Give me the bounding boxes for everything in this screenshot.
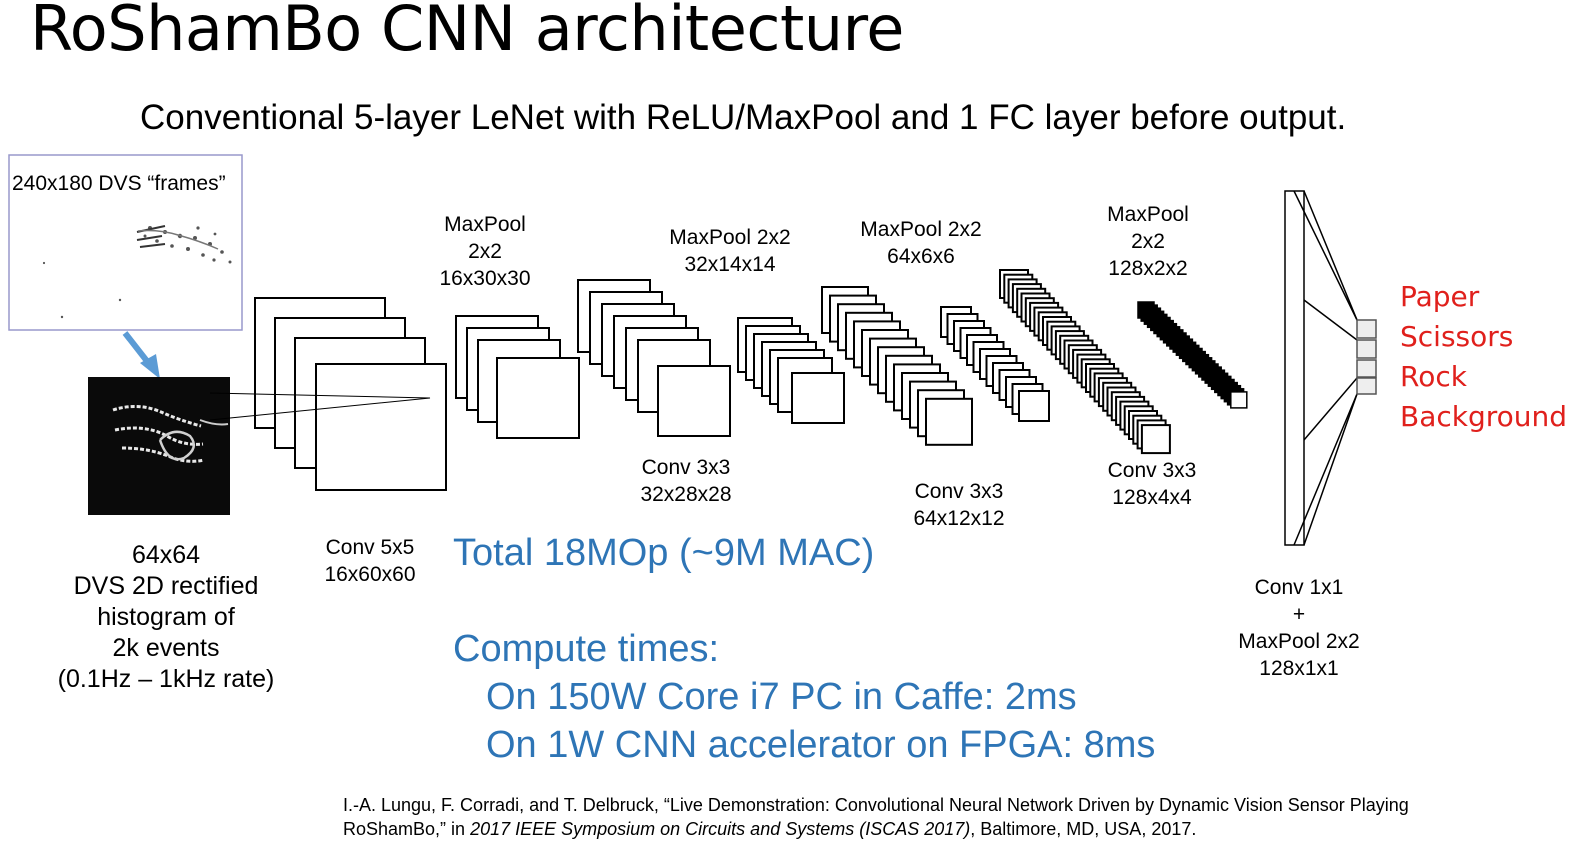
output-class-list: Paper Scissors Rock Background xyxy=(1400,277,1567,437)
compute-heading: Compute times: xyxy=(453,628,720,670)
pool3-feature-stack xyxy=(940,306,1050,422)
fc-layer xyxy=(1284,190,1358,546)
output-nodes xyxy=(1356,319,1377,395)
output-class: Background xyxy=(1400,400,1568,433)
pool3-label: MaxPool 2x2 64x6x6 xyxy=(860,218,982,268)
conv2-label: Conv 3x3 32x28x28 xyxy=(640,456,732,506)
feature-map xyxy=(925,397,973,446)
compute-line: On 1W CNN accelerator on FPGA: 8ms xyxy=(486,724,1156,766)
feature-map xyxy=(1230,391,1248,409)
feature-map xyxy=(1018,390,1050,422)
dvs-frame-image xyxy=(8,154,243,331)
frame-label: 240x180 DVS “frames” xyxy=(12,172,226,195)
histogram-label: 64x64 DVS 2D rectified histogram of 2k e… xyxy=(57,541,275,693)
slide-title: RoShamBo CNN architecture xyxy=(30,0,904,65)
conv3-label: Conv 3x3 64x12x12 xyxy=(913,480,1005,530)
feature-map xyxy=(1140,424,1171,455)
compute-line: On 150W Core i7 PC in Caffe: 2ms xyxy=(486,676,1077,718)
output-class: Paper xyxy=(1400,280,1480,313)
conv4-feature-stack xyxy=(999,269,1171,455)
dvs-histogram-image xyxy=(88,377,230,515)
fc-label: Conv 1x1 + MaxPool 2x2 128x1x1 xyxy=(1238,576,1360,680)
conv4-label: Conv 3x3 128x4x4 xyxy=(1107,459,1197,509)
pool4-label: MaxPool 2x2 128x2x2 xyxy=(1107,203,1189,280)
output-class: Scissors xyxy=(1400,320,1514,353)
citation: I.-A. Lungu, F. Corradi, and T. Delbruck… xyxy=(343,795,1409,839)
output-class: Rock xyxy=(1400,360,1467,393)
conv3-feature-stack xyxy=(821,286,973,446)
pool2-feature-stack xyxy=(737,317,845,424)
conv2-feature-stack xyxy=(577,279,731,437)
pool4-feature-stack xyxy=(1137,301,1248,409)
down-arrow-icon xyxy=(122,331,160,379)
receptive-field-lines xyxy=(209,392,431,421)
conv1-label: Conv 5x5 16x60x60 xyxy=(324,536,416,586)
total-ops: Total 18MOp (~9M MAC) xyxy=(453,532,875,574)
conv1-feature-stack xyxy=(254,297,447,491)
slide-subtitle: Conventional 5-layer LeNet with ReLU/Max… xyxy=(140,98,1347,137)
pool2-label: MaxPool 2x2 32x14x14 xyxy=(669,226,791,276)
pool1-label: MaxPool 2x2 16x30x30 xyxy=(439,213,531,290)
pool1-feature-stack xyxy=(455,315,580,439)
